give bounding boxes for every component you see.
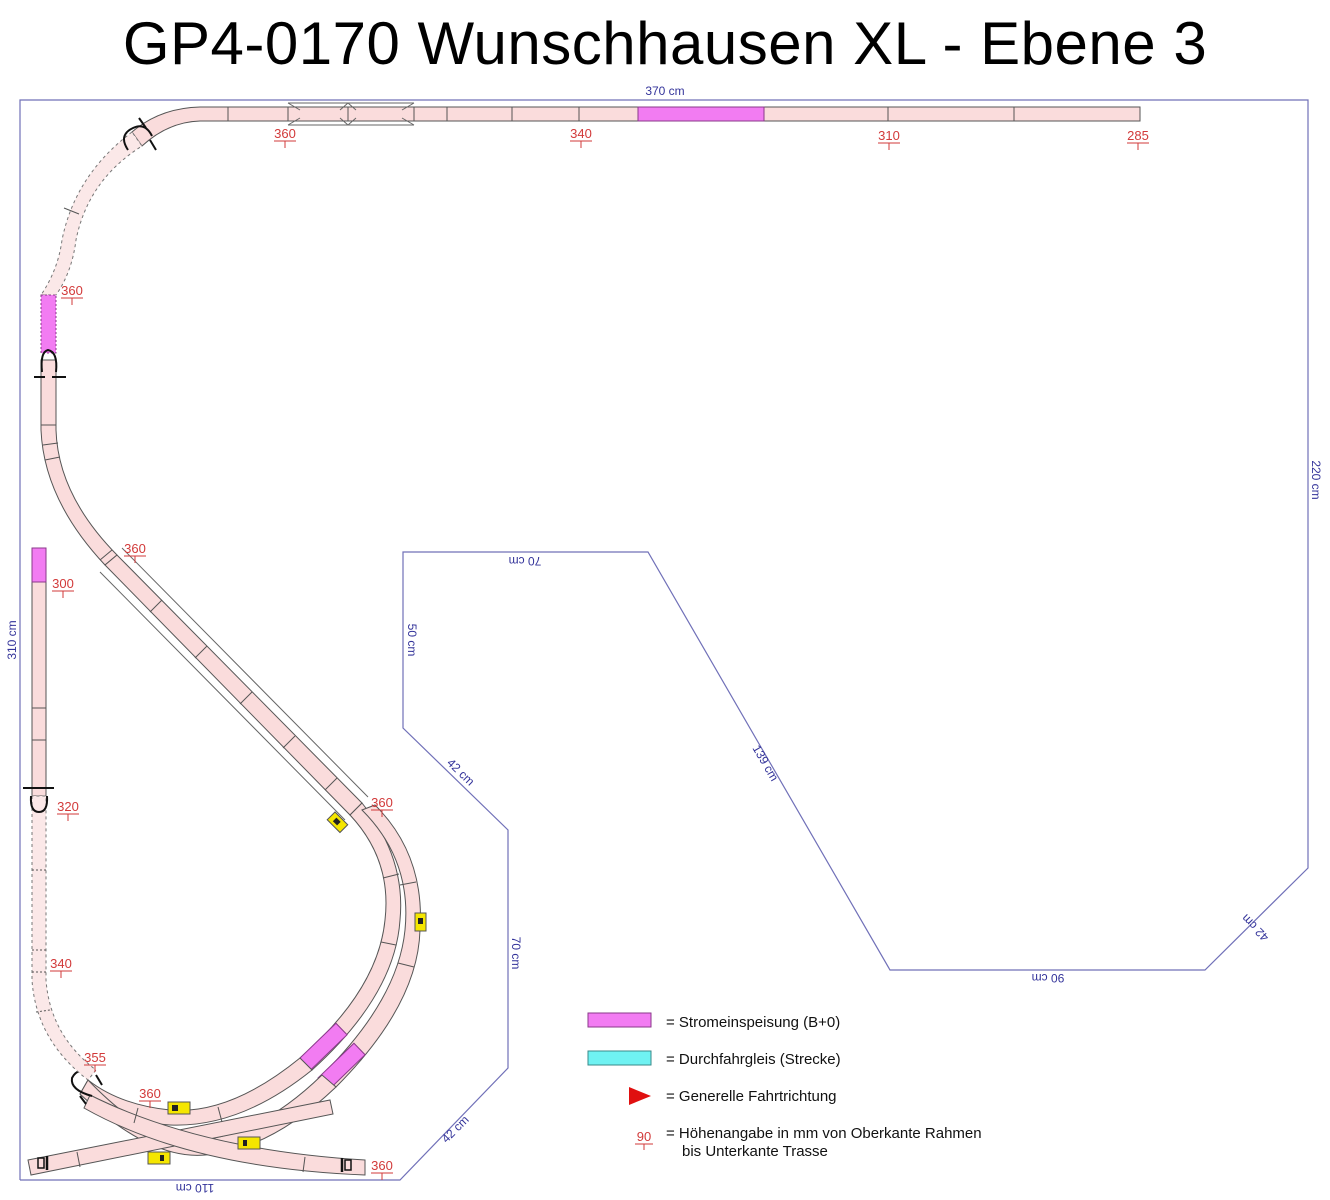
svg-text:310: 310 [878,128,900,143]
direction-arrow-icon [629,1087,651,1105]
legend-item-direction: = Generelle Fahrtrichtung [629,1087,837,1105]
signal-icon [237,1136,261,1150]
legend-item-height: 90 = Höhenangabe in mm von Oberkante Rah… [635,1125,982,1160]
height-marker: 360 [139,1086,161,1108]
svg-text:355: 355 [84,1050,106,1065]
power-feed-left-upper [40,294,57,354]
height-marker: 340 [570,126,592,148]
svg-text:360: 360 [371,795,393,810]
track-diagonal-ramp [99,547,369,821]
dim-lower-diag: 42 cm [439,1113,472,1146]
track-left-descent [34,348,118,566]
height-marker: 360 [274,126,296,148]
height-marker-icon: 90 [637,1129,651,1144]
through-track-swatch [587,1050,652,1066]
track-double-curve [299,802,421,1091]
height-marker: 340 [50,956,72,978]
height-marker: 300 [52,576,74,598]
height-marker: 360 [124,541,146,563]
baseboard-frame [19,99,1309,1181]
svg-text:360: 360 [124,541,146,556]
height-marker: 360 [371,795,393,817]
height-marker: 360 [371,1158,393,1180]
dim-right: 220 cm [1309,460,1323,499]
svg-text:360: 360 [61,283,83,298]
dim-top: 370 cm [645,84,684,98]
signal-icon [147,1151,171,1165]
svg-text:360: 360 [371,1158,393,1173]
height-marker: 285 [1127,128,1149,150]
svg-text:= Höhenangabe in mm von Oberka: = Höhenangabe in mm von Oberkante Rahmen [666,1125,982,1142]
dim-left: 310 cm [5,620,19,659]
dim-inner-right-vertical: 70 cm [509,937,523,970]
signal-icon [167,1101,191,1115]
track-top-straight [227,102,1141,126]
legend-item-through-track: = Durchfahrgleis (Strecke) [587,1050,841,1068]
height-marker: 360 [61,283,83,305]
dimension-labels: 370 cm 220 cm 310 cm 110 cm 70 cm 50 cm … [5,84,1323,1195]
svg-text:= Generelle Fahrtrichtung: = Generelle Fahrtrichtung [666,1088,837,1105]
signal-markers [147,811,427,1165]
svg-text:= Durchfahrgleis (Strecke): = Durchfahrgleis (Strecke) [666,1051,841,1068]
svg-text:320: 320 [57,799,79,814]
svg-text:300: 300 [52,576,74,591]
dim-island-diag-right: 42 cm [1239,911,1272,944]
svg-text:360: 360 [139,1086,161,1101]
height-marker: 310 [878,128,900,150]
svg-text:360: 360 [274,126,296,141]
svg-text:= Stromeinspeisung (B+0): = Stromeinspeisung (B+0) [666,1014,840,1031]
track-bottom-crossing [27,1057,366,1176]
dim-inner-top: 70 cm [509,554,542,568]
svg-text:bis Unterkante Trasse: bis Unterkante Trasse [682,1143,828,1160]
svg-text:285: 285 [1127,128,1149,143]
dim-island-bottom: 90 cm [1032,971,1065,985]
power-feed-top [637,106,765,122]
power-feed-left-branch [31,547,47,583]
track-upper-left-curve [40,106,229,354]
svg-text:340: 340 [570,126,592,141]
height-markers: 360 340 310 285 360 360 300 320 340 360 … [50,126,1149,1180]
track-left-branch [23,547,97,1081]
legend-item-power-feed: = Stromeinspeisung (B+0) [587,1012,840,1031]
height-marker: 355 [84,1050,106,1072]
signal-icon [414,912,427,932]
svg-text:340: 340 [50,956,72,971]
page-title: GP4-0170 Wunschhausen XL - Ebene 3 [122,10,1208,77]
signal-icon [326,811,349,834]
power-feed-swatch [587,1012,652,1028]
legend: = Stromeinspeisung (B+0) = Durchfahrglei… [587,1012,982,1160]
dim-bottom: 110 cm [176,1181,214,1195]
height-marker: 320 [57,799,79,821]
dim-inner-left: 50 cm [405,624,419,657]
dim-long-diag: 139 cm [750,742,782,783]
